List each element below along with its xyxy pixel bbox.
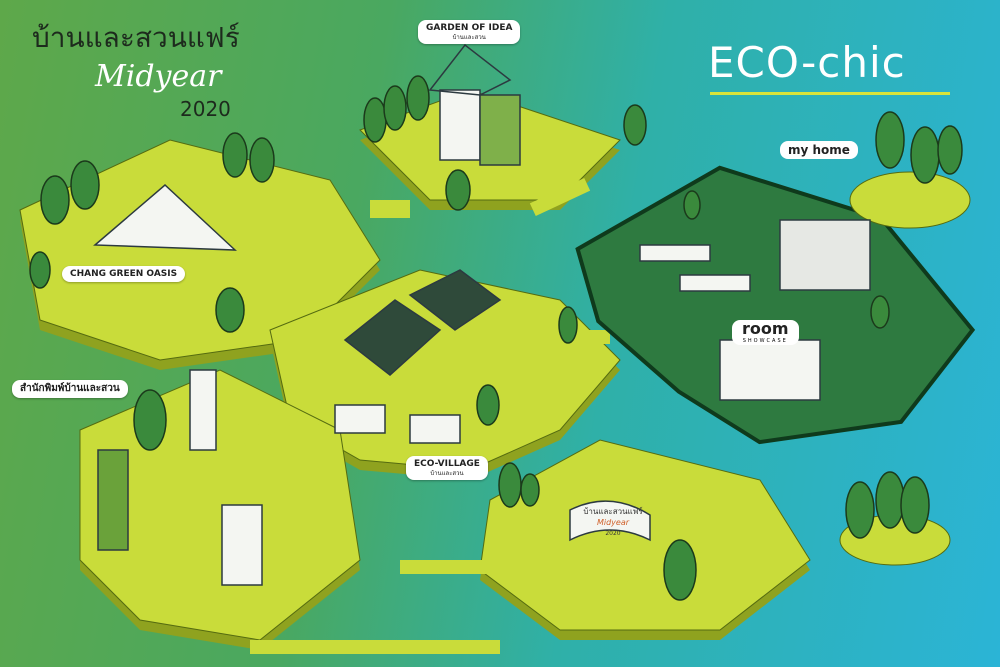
label-text: room — [742, 319, 789, 338]
banner-title: บ้านและสวนแฟร์ — [583, 507, 643, 516]
theme-logo: ECO-chic — [708, 38, 906, 87]
buildings — [93, 43, 871, 586]
label-my-home[interactable]: my home — [780, 141, 858, 159]
theme-underline — [710, 92, 950, 95]
label-text: CHANG GREEN OASIS — [70, 269, 178, 279]
banner-script: Midyear — [596, 518, 630, 527]
path — [370, 200, 410, 218]
label-eco-village[interactable]: ECO-VILLAGE บ้านและสวน — [406, 456, 488, 480]
island-trees-ne — [849, 171, 971, 229]
banner-sign: บ้านและสวนแฟร์ Midyear 2020 — [580, 506, 646, 539]
island-chang-green-oasis — [19, 139, 381, 361]
label-publisher[interactable]: สำนักพิมพ์บ้านและสวน — [12, 380, 128, 398]
label-garden-of-idea[interactable]: GARDEN OF IDEA บ้านและสวน — [418, 20, 521, 44]
label-chang-green-oasis[interactable]: CHANG GREEN OASIS — [62, 266, 186, 282]
trees — [29, 75, 963, 601]
banner-year: 2020 — [605, 530, 621, 537]
label-room-showcase[interactable]: room SHOWCASE — [732, 320, 799, 345]
label-sub: บ้านและสวน — [430, 470, 464, 477]
fair-title-thai: บ้านและสวนแฟร์ — [32, 21, 240, 54]
label-text: GARDEN OF IDEA — [426, 23, 513, 33]
label-text: สำนักพิมพ์บ้านและสวน — [20, 383, 120, 394]
label-sub: บ้านและสวน — [452, 34, 486, 41]
label-text: ECO-VILLAGE — [414, 459, 480, 469]
fair-title-script: Midyear — [95, 59, 222, 94]
fair-year: 2020 — [180, 97, 231, 121]
label-sub: SHOWCASE — [742, 338, 788, 344]
